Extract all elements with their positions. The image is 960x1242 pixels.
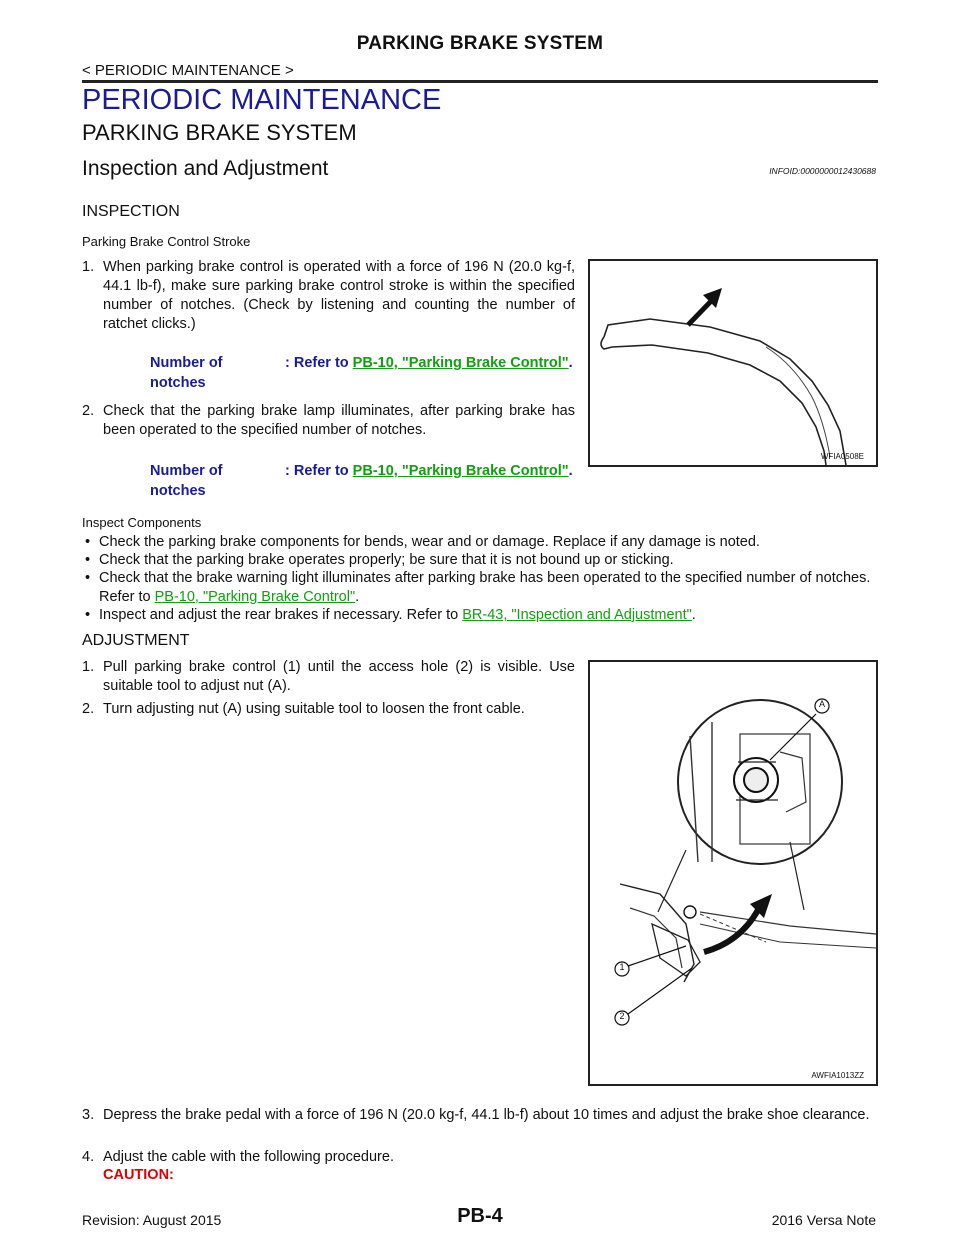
chapter-heading: PERIODIC MAINTENANCE bbox=[82, 84, 442, 116]
bullet-marker: • bbox=[85, 552, 91, 568]
bullet-item: • Check the parking brake components for… bbox=[85, 533, 880, 552]
figure-code: AWFIA1013ZZ bbox=[811, 1071, 864, 1080]
bullet-text: Check that the parking brake operates pr… bbox=[99, 552, 674, 568]
spec-link-pb10[interactable]: PB-10, "Parking Brake Control" bbox=[352, 463, 569, 479]
link-pb10[interactable]: PB-10, "Parking Brake Control" bbox=[154, 589, 356, 605]
subsection-heading: Inspection and Adjustment bbox=[82, 157, 329, 180]
bullet-item: • Inspect and adjust the rear brakes if … bbox=[85, 606, 880, 625]
inspection-heading: INSPECTION bbox=[82, 203, 180, 220]
spec-label: Number of notches bbox=[150, 463, 223, 499]
link-br43[interactable]: BR-43, "Inspection and Adjustment" bbox=[462, 607, 692, 623]
bullet-item: • Check that the brake warning light ill… bbox=[85, 569, 880, 607]
inspect-components-heading: Inspect Components bbox=[82, 515, 202, 530]
callout-1: 1 bbox=[619, 962, 625, 972]
adjustment-step-3: 3. Depress the brake pedal with a force … bbox=[82, 1106, 878, 1125]
control-stroke-heading: Parking Brake Control Stroke bbox=[82, 234, 251, 249]
footer-model: 2016 Versa Note bbox=[771, 1212, 876, 1228]
callout-a: A bbox=[818, 699, 825, 709]
step-text: Depress the brake pedal with a force of … bbox=[103, 1107, 870, 1123]
bullet-item: • Check that the parking brake operates … bbox=[85, 551, 880, 570]
step-number: 1. bbox=[82, 659, 95, 675]
step-number: 1. bbox=[82, 259, 95, 275]
figure-adjusting-nut: A 1 2 AWFIA1013ZZ bbox=[588, 660, 878, 1086]
spec-link-pb10[interactable]: PB-10, "Parking Brake Control" bbox=[352, 355, 569, 371]
step-number: 2. bbox=[82, 403, 95, 419]
bullet-marker: • bbox=[85, 607, 91, 623]
bullet-text: Inspect and adjust the rear brakes if ne… bbox=[99, 607, 696, 623]
step-text: When parking brake control is operated w… bbox=[103, 259, 575, 332]
page-header-title: PARKING BRAKE SYSTEM bbox=[356, 33, 604, 54]
page-number: PB-4 bbox=[457, 1205, 503, 1227]
section-heading: PARKING BRAKE SYSTEM bbox=[82, 120, 357, 145]
step-text: Pull parking brake control (1) until the… bbox=[103, 659, 575, 694]
bullet-marker: • bbox=[85, 570, 91, 586]
figure-parking-brake-lever: WFIA0508E bbox=[588, 259, 878, 467]
adjustment-step-1: 1. Pull parking brake control (1) until … bbox=[82, 658, 575, 696]
section-tag: < PERIODIC MAINTENANCE > bbox=[82, 62, 294, 79]
inspection-step-2: 2. Check that the parking brake lamp ill… bbox=[82, 402, 575, 440]
step-text: Check that the parking brake lamp illumi… bbox=[103, 403, 575, 438]
info-id: INFOID:0000000012430688 bbox=[769, 166, 876, 176]
adjustment-step-2: 2. Turn adjusting nut (A) using suitable… bbox=[82, 700, 575, 719]
adjusting-nut-illustration bbox=[614, 698, 877, 1026]
bullet-text: Check that the brake warning light illum… bbox=[99, 570, 871, 605]
adjustment-heading: ADJUSTMENT bbox=[82, 632, 190, 649]
inspection-step-1: 1. When parking brake control is operate… bbox=[82, 258, 575, 334]
spec-notches-2: Number of notches : Refer to PB-10, "Par… bbox=[150, 461, 580, 501]
spec-value: : Refer to PB-10, "Parking Brake Control… bbox=[285, 463, 573, 479]
spec-value: : Refer to PB-10, "Parking Brake Control… bbox=[285, 355, 573, 371]
step-number: 4. bbox=[82, 1149, 95, 1165]
lever-illustration bbox=[600, 288, 847, 466]
spec-notches-1: Number of notches : Refer to PB-10, "Par… bbox=[150, 353, 580, 393]
header-rule bbox=[82, 80, 878, 83]
caution-label: CAUTION: bbox=[103, 1167, 174, 1183]
bullet-marker: • bbox=[85, 534, 91, 550]
figure-code: WFIA0508E bbox=[820, 452, 864, 461]
bullet-text: Check the parking brake components for b… bbox=[99, 534, 760, 550]
step-number: 2. bbox=[82, 701, 95, 717]
step-text: Adjust the cable with the following proc… bbox=[103, 1149, 394, 1165]
step-text: Turn adjusting nut (A) using suitable to… bbox=[103, 701, 525, 717]
spec-label: Number of notches bbox=[150, 355, 223, 391]
adjustment-step-4: 4. Adjust the cable with the following p… bbox=[82, 1148, 878, 1167]
footer-revision: Revision: August 2015 bbox=[82, 1212, 222, 1228]
callout-2: 2 bbox=[619, 1011, 625, 1021]
step-number: 3. bbox=[82, 1107, 95, 1123]
